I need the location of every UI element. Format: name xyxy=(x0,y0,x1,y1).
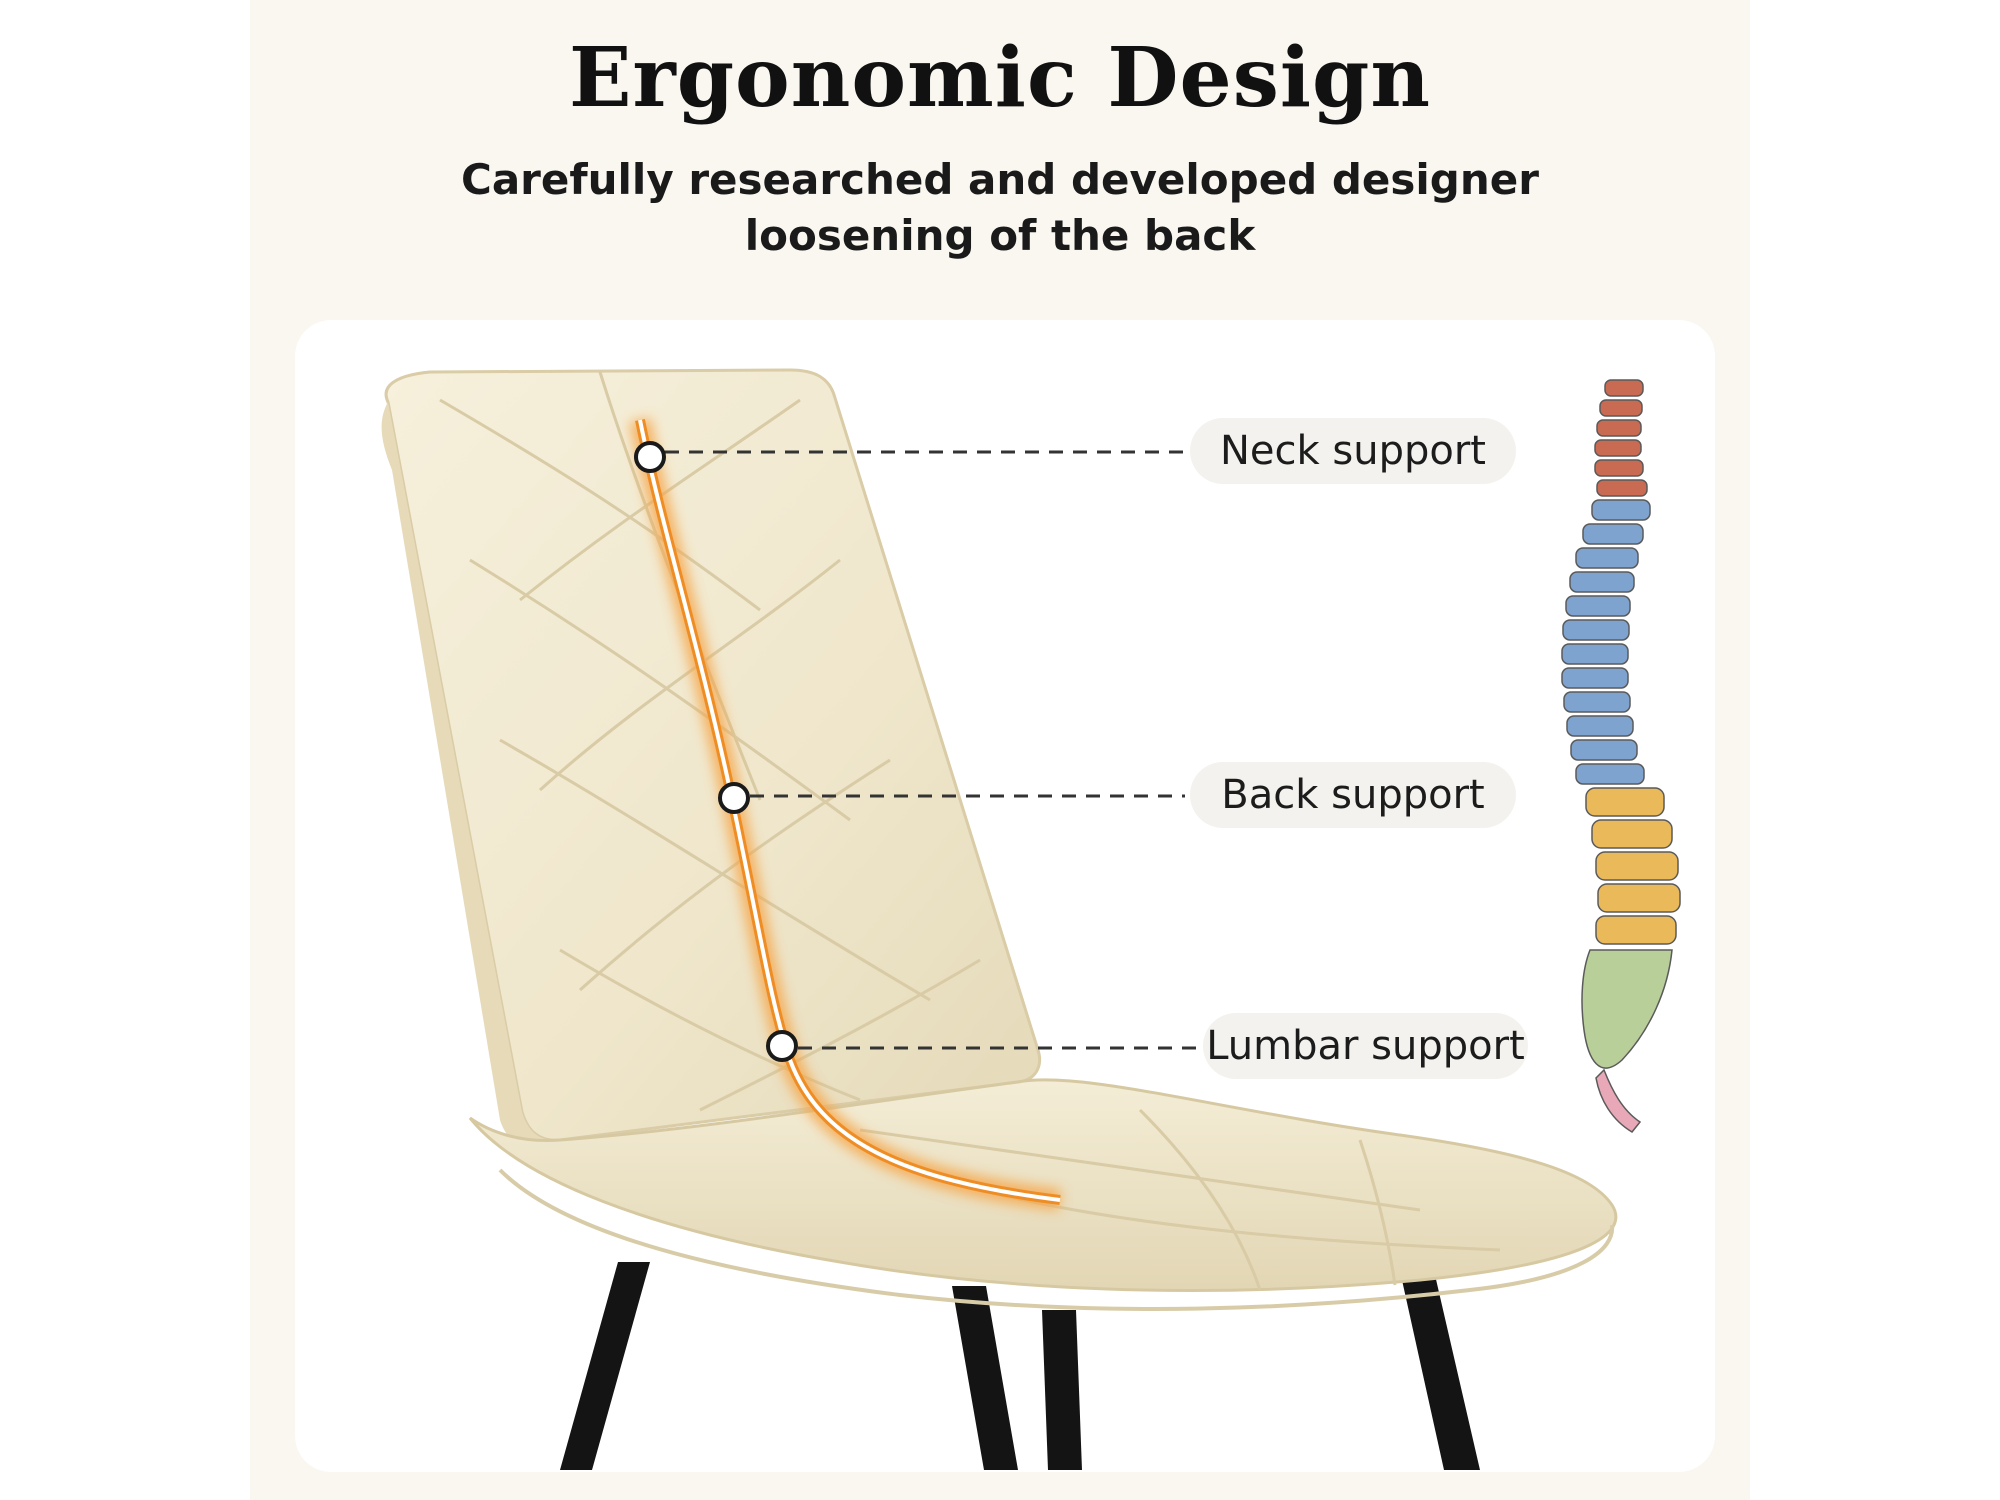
back-marker xyxy=(718,782,750,814)
subtitle-line-2: loosening of the back xyxy=(744,211,1256,260)
spine-illustration xyxy=(1561,379,1681,1133)
chair-legs xyxy=(560,1262,1480,1470)
subtitle-line-1: Carefully researched and developed desig… xyxy=(461,155,1539,204)
lumbar-marker xyxy=(766,1030,798,1062)
neck-support-label: Neck support xyxy=(1190,418,1516,484)
lumbar-support-label: Lumbar support xyxy=(1203,1013,1528,1079)
page-subtitle: Carefully researched and developed desig… xyxy=(0,152,2000,264)
neck-marker xyxy=(634,441,666,473)
back-support-label: Back support xyxy=(1190,762,1516,828)
page-title: Ergonomic Design xyxy=(569,30,1431,126)
leader-lines xyxy=(665,450,1200,1050)
chair-seat xyxy=(468,1078,1618,1292)
